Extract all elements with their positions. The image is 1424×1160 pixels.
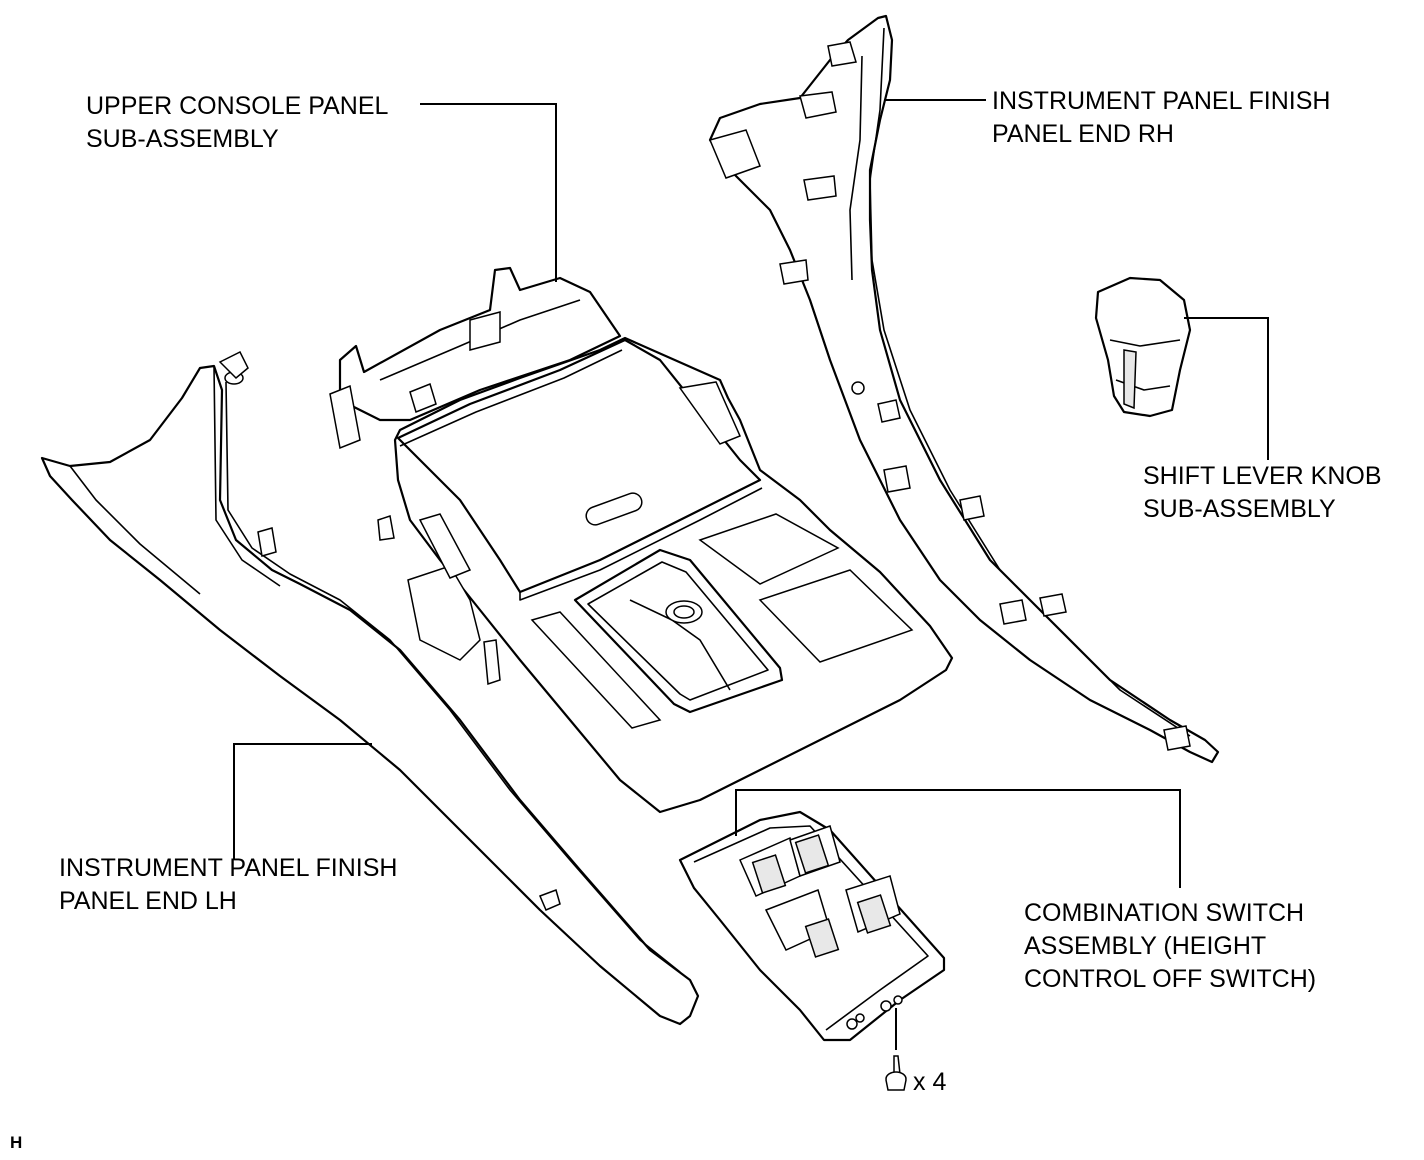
shift-lever-knob-part [1094,276,1192,418]
combination-switch-part [678,810,946,1042]
upper-console-panel-part [329,266,954,814]
label-finish-panel-end-rh: INSTRUMENT PANEL FINISH PANEL END RH [992,87,1331,148]
finish-panel-end-lh-part [40,350,700,1026]
screw-part [885,1055,907,1091]
corner-mark: H [10,1133,23,1152]
label-combination-switch: COMBINATION SWITCH ASSEMBLY (HEIGHT CONT… [1024,899,1317,993]
label-finish-panel-end-lh: INSTRUMENT PANEL FINISH PANEL END LH [59,854,398,915]
leader-lines [233,99,1269,1050]
label-shift-lever-knob: SHIFT LEVER KNOB SUB-ASSEMBLY [1143,462,1382,523]
finish-panel-end-rh-part [708,14,1220,764]
label-upper-console-panel: UPPER CONSOLE PANEL SUB-ASSEMBLY [86,92,389,153]
screw-quantity-label: x 4 [913,1068,947,1096]
